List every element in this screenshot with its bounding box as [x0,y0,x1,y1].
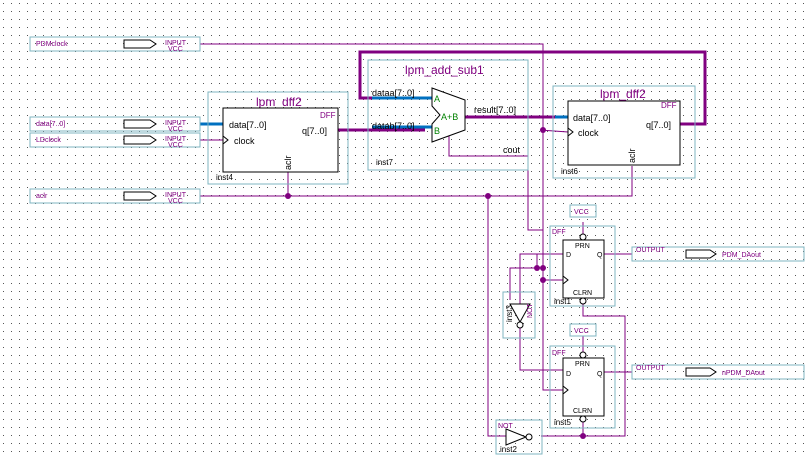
port-prn: PRN [575,361,590,368]
input-pin-data[interactable]: data[7..0] INPUT VCC [29,116,201,133]
not-gate-inst2[interactable]: NOT inst2 [495,419,543,455]
input-tag: INPUT [165,120,187,127]
port-q: Q [597,252,603,259]
operator: A+B [441,112,458,122]
instance-name: inst2 [500,445,517,454]
not-gate-inst3[interactable]: NOT inst3 [502,291,536,339]
vcc-tag: VCC [168,46,183,53]
output-pin-npdm[interactable]: OUTPUT nPDM_DAout [631,364,805,380]
dff-inst5[interactable]: VCC DFF PRN D Q CLRN inst5 [549,323,616,429]
input-pin-aclr-label: aclr [36,193,48,200]
vcc-label: VCC [574,328,589,335]
instance-name: inst6 [561,167,578,176]
port-result: result[7..0] [474,105,516,115]
port-datab: datab[7..0] [372,121,415,131]
port-dataa: dataa[7..0] [372,88,415,98]
input-tag: INPUT [165,136,187,143]
input-pin-ldclock-label: LDclock [36,137,61,144]
output-pin-pdm-label: PDM_DAout [722,252,761,259]
vcc-tag: VCC [168,142,183,149]
port-clock: clock [578,128,599,138]
vcc-label: VCC [574,209,589,216]
input-tag: INPUT [165,40,187,47]
port-d: D [566,252,571,259]
port-clrn: CLRN [573,408,592,415]
port-clock: clock [234,136,255,146]
block-inst6[interactable]: lpm_dff2 DFF data[7..0] clock q[7..0] ac… [552,85,696,179]
instance-name: inst1 [554,297,571,306]
port-b: B [434,126,440,136]
input-pin-data-label: data[7..0] [36,121,65,128]
not-tag: NOT [527,303,534,319]
port-cout: cout [503,145,521,155]
dff-kind: DFF [552,229,566,236]
instance-name: inst4 [216,173,233,182]
port-q: Q [597,371,603,378]
port-clrn: CLRN [573,290,592,297]
input-pin-pdmclock[interactable]: PDMclock INPUT VCC [29,36,201,53]
dff-kind: DFF [320,111,336,120]
port-q: q[7..0] [646,120,671,130]
block-inst4[interactable]: lpm_dff2 DFF data[7..0] clock q[7..0] ac… [207,91,349,185]
block-title: lpm_dff2 [600,87,646,101]
input-pin-pdmclock-label: PDMclock [36,41,68,48]
port-q: q[7..0] [302,126,327,136]
port-aclr: aclr [283,155,293,170]
port-data: data[7..0] [573,113,611,123]
dff-kind: DFF [552,350,566,357]
instance-name: inst5 [554,418,571,427]
block-title: lpm_dff2 [256,95,302,109]
block-inst7[interactable]: lpm_add_sub1 dataa[7..0] datab[7..0] A B… [367,59,529,171]
port-aclr: aclr [627,148,637,163]
vcc-tag: VCC [168,198,183,205]
instance-name: inst3 [505,305,514,322]
input-tag: INPUT [165,192,187,199]
not-tag: NOT [498,423,514,430]
junction-dots [285,127,586,439]
block-title: lpm_add_sub1 [405,63,484,77]
port-data: data[7..0] [229,120,267,130]
input-pin-aclr[interactable]: aclr INPUT VCC [29,188,201,205]
output-pin-pdm[interactable]: OUTPUT PDM_DAout [631,246,805,262]
port-d: D [566,371,571,378]
input-pin-ldclock[interactable]: LDclock INPUT VCC [29,132,201,149]
output-tag: OUTPUT [636,247,666,254]
dff-kind: DFF [661,101,677,110]
wires [200,43,707,437]
dff-inst1[interactable]: VCC DFF PRN D Q CLRN inst1 [549,204,616,307]
output-tag: OUTPUT [636,365,666,372]
port-prn: PRN [575,243,590,250]
output-pin-npdm-label: nPDM_DAout [722,370,765,377]
port-a: A [434,94,440,104]
instance-name: inst7 [376,158,393,167]
vcc-tag: VCC [168,126,183,133]
